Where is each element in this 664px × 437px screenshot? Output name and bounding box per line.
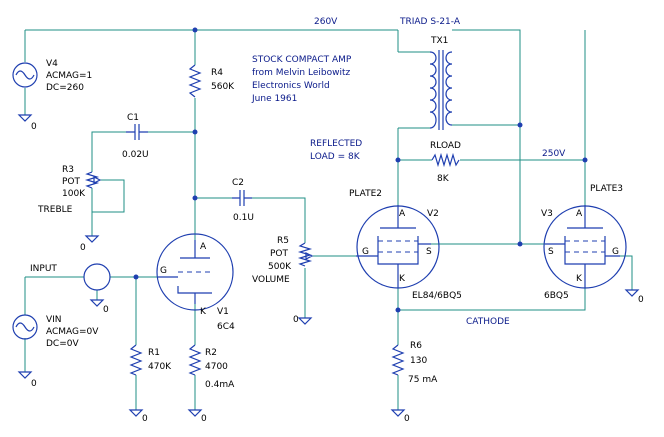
net-label-cathode: CATHODE [466, 317, 510, 327]
r4-value: 560K [211, 82, 235, 92]
v2-pin-s: S [426, 247, 432, 257]
r5-value: 500K [268, 262, 292, 272]
r3-label: TREBLE [37, 205, 73, 215]
gnd-label-v3: 0 [638, 295, 644, 305]
r5-pot: POT [270, 249, 289, 259]
transformer-tx1 [429, 50, 453, 130]
c2-value: 0.1U [233, 213, 254, 223]
v4-name: V4 [46, 59, 58, 69]
gnd-label-r1: 0 [142, 414, 148, 424]
ground-symbols [17, 114, 640, 417]
v1-name: V1 [217, 307, 229, 317]
r1-value: 470K [148, 362, 172, 372]
tx1-label: TX1 [430, 36, 448, 46]
vin-source [12, 314, 38, 340]
note-reflected: REFLECTED [310, 139, 362, 149]
note-line-4: June 1961 [251, 94, 297, 104]
note-load: LOAD = 8K [310, 152, 361, 162]
vin-name: VIN [46, 315, 62, 325]
r2-value: 4700 [205, 362, 228, 372]
r6-current: 75 mA [408, 375, 438, 385]
gnd-label-r3: 0 [80, 243, 86, 253]
note-line-1: STOCK COMPACT AMP [252, 55, 352, 65]
r1-name: R1 [148, 348, 160, 358]
gnd-label-input: 0 [103, 305, 109, 315]
r3-name: R3 [62, 165, 74, 175]
net-label-250v: 250V [542, 149, 566, 159]
v4-acmag: ACMAG=1 [46, 71, 92, 81]
v2-pin-g: G [362, 247, 369, 257]
gnd-label-vin: 0 [31, 379, 37, 389]
c2-name: C2 [232, 178, 244, 188]
v1-type: 6C4 [217, 322, 235, 332]
junctions [133, 27, 588, 313]
v3-type: 6BQ5 [544, 291, 569, 301]
gnd-label-r2: 0 [201, 414, 207, 424]
tube-v3 [543, 205, 627, 289]
c1-value: 0.02U [122, 150, 149, 160]
resistors [84, 64, 460, 376]
capacitors [126, 124, 252, 206]
v3-pin-g: G [612, 247, 619, 257]
v2-plate-label: PLATE2 [349, 189, 382, 199]
net-label-b-plus: 260V [314, 17, 338, 27]
gnd-label-r5: 0 [293, 315, 299, 325]
r6-value: 130 [410, 356, 427, 366]
rload-value: 8K [437, 174, 450, 184]
v1-pin-k: K [200, 307, 207, 317]
v3-pin-a: A [576, 209, 583, 219]
wires [24, 29, 633, 410]
v3-name: V3 [541, 209, 553, 219]
r3-value: 100K [62, 189, 86, 199]
v4-dc: DC=260 [46, 83, 84, 93]
r2-name: R2 [205, 348, 217, 358]
note-line-2: from Melvin Leibowitz [252, 68, 351, 78]
r5-name: R5 [277, 236, 289, 246]
r6-name: R6 [410, 341, 422, 351]
v2-pin-k: K [399, 274, 406, 284]
input-label: INPUT [30, 264, 57, 274]
note-line-3: Electronics World [252, 81, 330, 91]
r3-pot: POT [62, 177, 81, 187]
vin-dc: DC=0V [46, 339, 79, 349]
v4-source [12, 62, 38, 88]
rload-name: RLOAD [430, 141, 461, 151]
v2-pin-a: A [399, 209, 406, 219]
r2-current: 0.4mA [205, 380, 235, 390]
vin-acmag: ACMAG=0V [46, 327, 99, 337]
input-port [83, 263, 111, 291]
labels: 260V TRIAD S-21-A 250V CATHODE STOCK COM… [30, 17, 644, 424]
net-label-triad: TRIAD S-21-A [399, 17, 461, 27]
v3-plate-label: PLATE3 [590, 184, 623, 194]
tube-v2 [356, 205, 440, 289]
v2-name: V2 [427, 209, 439, 219]
c1-name: C1 [127, 113, 139, 123]
v3-pin-k: K [576, 274, 583, 284]
v2-type: EL84/6BQ5 [412, 291, 462, 301]
r4-name: R4 [211, 68, 223, 78]
r5-label: VOLUME [252, 275, 290, 285]
v1-pin-g: G [160, 266, 167, 276]
v3-pin-s: S [548, 247, 554, 257]
v1-pin-a: A [200, 242, 207, 252]
gnd-label-r6: 0 [404, 414, 410, 424]
gnd-label-v4: 0 [31, 122, 37, 132]
tube-v1 [156, 233, 234, 311]
